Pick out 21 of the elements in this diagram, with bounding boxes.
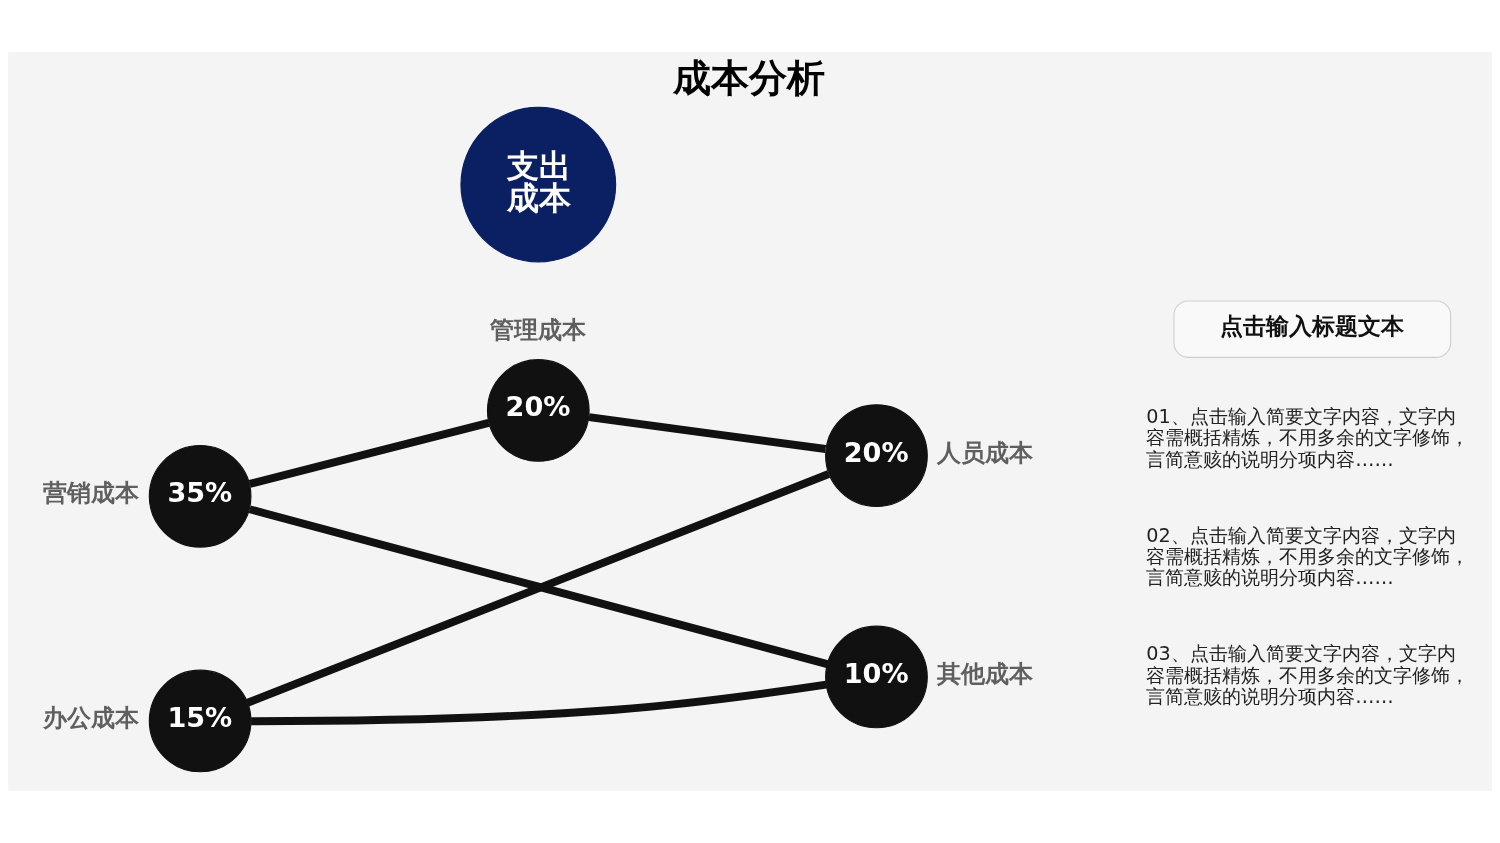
node-circle: 支出成本	[460, 106, 617, 263]
connector	[248, 505, 829, 668]
node-circle: 10%	[825, 625, 928, 729]
label: 03、点击输入简要文字内容，文字内容需概括精炼，不用多余的文字修饰，言简意赅的说明分项内容……	[1146, 642, 1470, 709]
connector	[248, 419, 490, 488]
node-label: 管理成本	[490, 316, 587, 344]
node-circle: 15%	[148, 669, 252, 773]
node-label: 办公成本	[43, 703, 140, 732]
node-circle: 20%	[486, 359, 590, 462]
node-box: 点击输入标题文本	[1173, 300, 1452, 358]
label: 02、点击输入简要文字内容，文字内容需概括精炼，不用多余的文字修饰，言简意赅的说明分项内容……	[1146, 523, 1470, 590]
connector	[251, 680, 827, 726]
label: 01、点击输入简要文字内容，文字内容需概括精炼，不用多余的文字修饰，言简意赅的说明分项内容……	[1146, 405, 1470, 471]
node-circle: 35%	[148, 444, 252, 548]
connector	[588, 413, 827, 453]
node-circle: 20%	[825, 404, 928, 508]
node-label: 其他成本	[937, 659, 1034, 688]
diagram-title: 成本分析	[673, 54, 826, 100]
node-label: 营销成本	[43, 479, 140, 508]
connector	[246, 470, 831, 707]
node-label: 人员成本	[937, 438, 1034, 467]
